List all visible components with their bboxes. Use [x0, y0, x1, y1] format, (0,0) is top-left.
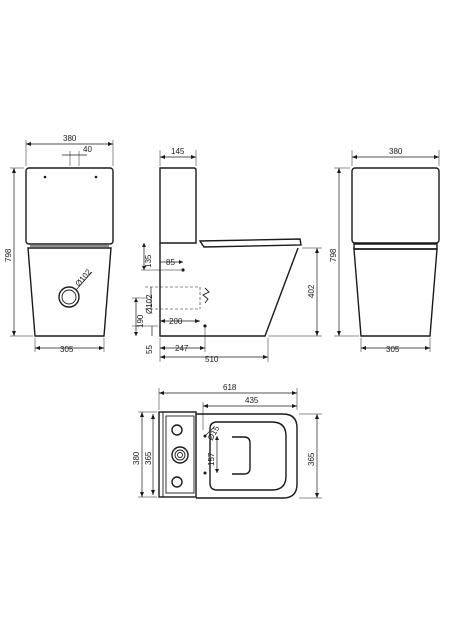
- rear-top-width-label: 380: [389, 147, 403, 156]
- side-pan-depth-label: 510: [205, 355, 219, 364]
- plan-pan-outline: [196, 413, 298, 499]
- front-height-label: 798: [4, 248, 13, 262]
- plan-flush-inner: [174, 449, 186, 461]
- front-base-width-label: 305: [60, 345, 74, 354]
- front-waste-leader: [75, 271, 93, 291]
- plan-flush-centre: [177, 452, 183, 458]
- plan-pan-length-arrow-left: [203, 404, 208, 408]
- plan-cistern-outline: [158, 411, 197, 498]
- side-pan-depth-arrow-right: [263, 355, 268, 359]
- rear-base-arrow-right: [425, 346, 430, 350]
- plan-bowl-opening: [232, 436, 251, 475]
- side-inlet-arrow-top: [142, 243, 146, 247]
- front-base-arrow-left: [35, 346, 40, 350]
- side-pan-outline: [159, 243, 299, 337]
- rear-height-arrow-bottom: [337, 331, 341, 336]
- plan-inlet-diameter-label: Ø15: [206, 424, 222, 442]
- rear-top-arrow-left: [352, 155, 357, 159]
- front-base-arrow-right: [99, 346, 104, 350]
- front-fixing-dot-left: [43, 175, 47, 179]
- rear-seat-outline: [353, 243, 438, 250]
- plan-pan-length-arrow-right: [292, 404, 297, 408]
- plan-button-top: [171, 424, 183, 436]
- side-fixing-dot: [203, 324, 207, 328]
- plan-width-label: 380: [132, 451, 141, 465]
- plan-fixing-dot-bottom: [203, 471, 207, 475]
- side-seat-height-arrow-bottom: [315, 331, 319, 336]
- plan-inlet-offset-label: 157: [207, 452, 216, 466]
- front-waste-outlet-outer: [58, 286, 80, 308]
- plan-pan-width-label: 365: [307, 452, 316, 466]
- rear-top-arrow-right: [434, 155, 439, 159]
- side-outlet-break-symbol: [202, 287, 210, 304]
- side-outlet-height-arrow-top: [134, 298, 138, 302]
- side-outlet-setback-label: 200: [169, 317, 183, 326]
- side-cistern-outline: [159, 167, 197, 244]
- plan-fixing-dot-top: [203, 434, 207, 438]
- plan-depth-arrow-left: [159, 391, 164, 395]
- plan-width-arrow-bottom: [140, 492, 144, 497]
- plan-pan-length-label: 435: [245, 396, 259, 405]
- front-cistern-outline: [25, 167, 114, 245]
- front-waste-diameter-label: Ø102: [74, 267, 94, 288]
- side-seat-height-arrow-top: [315, 248, 319, 253]
- side-seat-height-label: 402: [307, 284, 316, 298]
- rear-height-arrow-top: [337, 168, 341, 173]
- plan-inlet-offset-arrow-bottom: [215, 469, 219, 473]
- plan-flush-outer: [171, 446, 189, 464]
- side-cistern-arrow-right: [191, 155, 196, 159]
- front-height-arrow-top: [12, 168, 16, 173]
- side-fixing-setback-label: 247: [175, 344, 189, 353]
- front-top-arrow-left: [26, 142, 31, 146]
- side-inlet-offset-arrow: [179, 260, 183, 264]
- side-fixing-height-label: 55: [145, 345, 154, 354]
- plan-pan-width-arrow-bottom: [315, 493, 319, 498]
- side-inlet-dot: [181, 268, 185, 272]
- side-inlet-offset-label: 85: [166, 258, 175, 267]
- front-top-width-label: 380: [63, 134, 77, 143]
- plan-cistern-width-arrow-bottom: [151, 490, 155, 495]
- side-fixing-setback-arrow-right: [200, 346, 205, 350]
- plan-button-bottom: [171, 476, 183, 488]
- side-outlet-setback-arrow-right: [195, 319, 200, 323]
- rear-pan-outline: [353, 248, 438, 337]
- plan-depth-label: 618: [223, 383, 237, 392]
- plan-width-arrow-top: [140, 412, 144, 417]
- side-cistern-arrow-left: [160, 155, 165, 159]
- side-fixing-setback-arrow-left: [160, 346, 165, 350]
- front-pan-outline: [27, 247, 112, 337]
- side-outlet-diameter-label: Ø102: [145, 294, 154, 314]
- plan-seat-outline: [209, 421, 287, 491]
- plan-pan-width-arrow-top: [315, 414, 319, 419]
- rear-base-width-label: 305: [386, 345, 400, 354]
- plan-view: 618 435 380 365 365 Ø15 157: [132, 383, 322, 499]
- side-outlet-height-arrow-bottom: [134, 332, 138, 336]
- front-fixing-dot-right: [94, 175, 98, 179]
- side-inlet-height-label: 135: [144, 254, 153, 268]
- rear-height-label: 798: [329, 248, 338, 262]
- side-view: 145 135 85 Ø102 190 200 55 247: [132, 147, 322, 364]
- plan-cistern-width-label: 365: [144, 451, 153, 465]
- plan-cistern-width-arrow-top: [151, 414, 155, 419]
- plan-cistern-lid: [165, 415, 195, 494]
- rear-base-arrow-left: [361, 346, 366, 350]
- side-cistern-depth-label: 145: [171, 147, 185, 156]
- plan-inlet-leader: [205, 426, 215, 436]
- front-top-arrow-right: [108, 142, 113, 146]
- front-height-arrow-bottom: [12, 331, 16, 336]
- side-seat-outline: [198, 238, 302, 248]
- front-waste-outlet-inner: [61, 289, 77, 305]
- rear-cistern-outline: [351, 167, 440, 244]
- side-outlet-height-label: 190: [136, 314, 145, 328]
- front-button-offset-label: 40: [83, 145, 92, 154]
- rear-view: 380 798 305: [329, 147, 440, 354]
- side-outlet-setback-arrow-left: [160, 319, 165, 323]
- side-pan-depth-arrow-left: [160, 355, 165, 359]
- plan-depth-arrow-right: [292, 391, 297, 395]
- side-inlet-arrow-bottom: [142, 266, 146, 270]
- plan-inlet-offset-arrow-top: [215, 436, 219, 440]
- front-view: Ø102 380 40 798 305: [4, 134, 114, 354]
